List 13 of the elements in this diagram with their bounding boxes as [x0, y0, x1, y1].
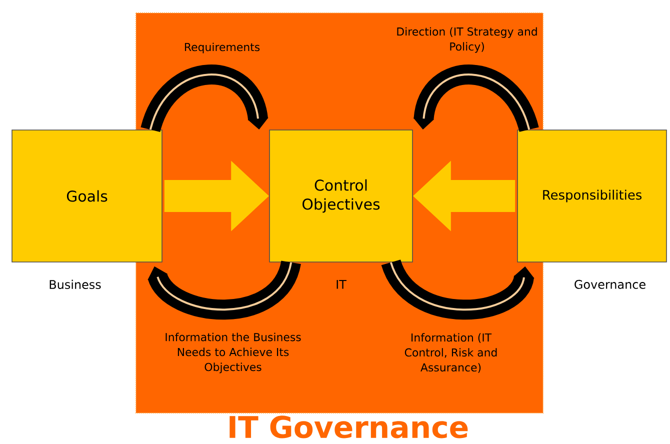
process-box: Control Objectives: [269, 130, 413, 262]
process-box: Goals: [12, 130, 162, 262]
edge-label: Information the Business Needs to Achieve Its Objectives: [166, 332, 301, 374]
edge-label: Requirements: [185, 42, 260, 54]
edge-label: Direction (IT Strategy and Policy): [397, 27, 537, 53]
node-label: IT: [336, 280, 346, 289]
curved-arrow: [148, 259, 301, 320]
edge-label: Information (IT Control, Risk and Assurance): [404, 333, 497, 373]
node-label: Governance: [574, 280, 646, 289]
title: IT Governance: [230, 416, 468, 438]
curved-arrow: [140, 64, 268, 133]
process-box: Responsibilities: [517, 130, 667, 262]
node-label: Business: [50, 280, 101, 290]
